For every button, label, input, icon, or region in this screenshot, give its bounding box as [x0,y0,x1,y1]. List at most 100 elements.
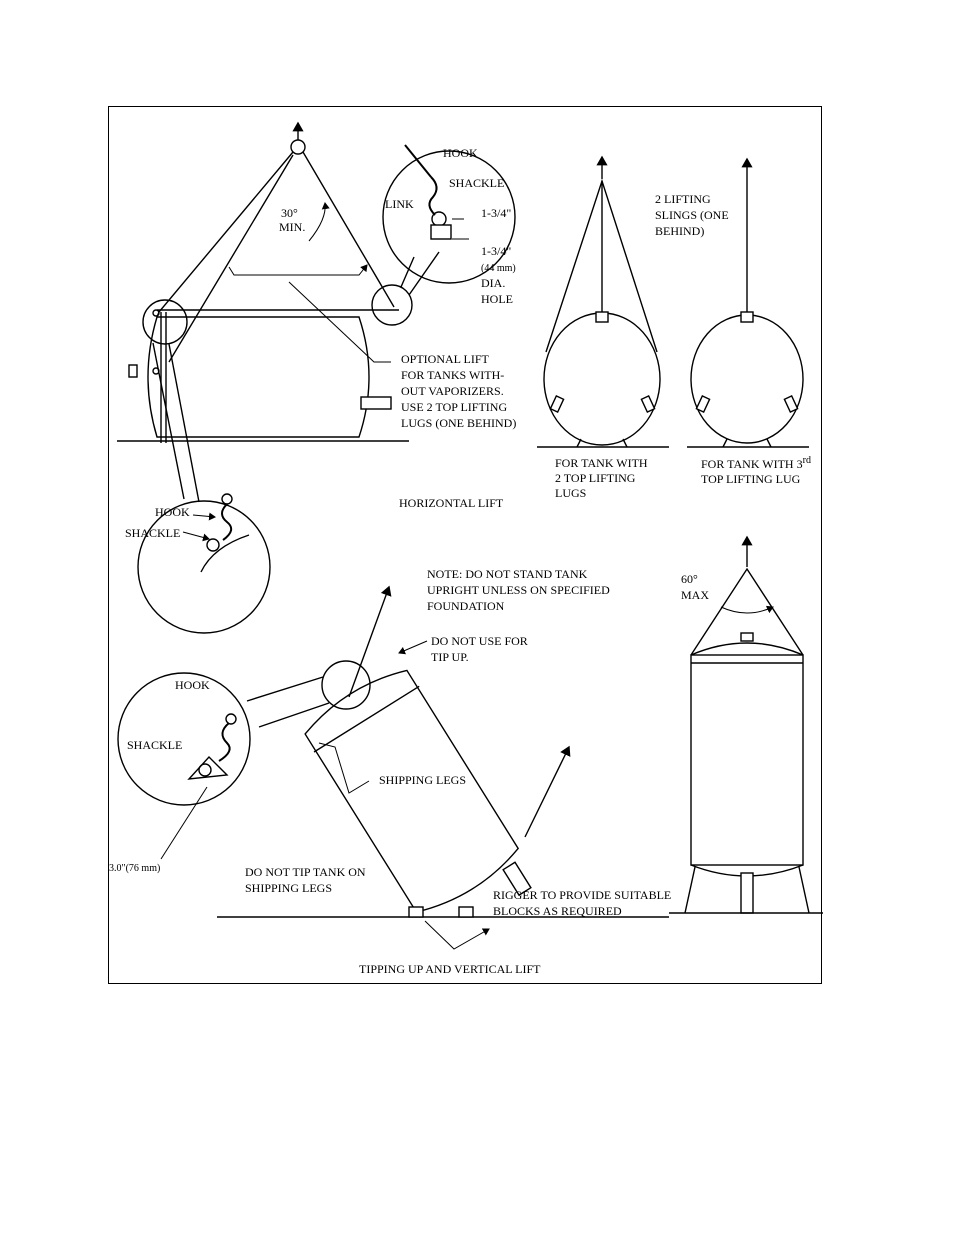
rigging-diagram: 30° MIN. HOOK SHACKLE LINK 1-3/4" 1 [109,121,823,976]
leg-3lug-b [766,438,772,448]
vertical-leg-center [740,872,754,914]
shipping-legs-leader [318,742,370,794]
tip-detail-ring [225,713,237,725]
lug-left [152,309,160,317]
hook-shape [428,176,438,216]
angle-30-min-label: MIN. [279,220,305,234]
angle-30-label: 30° [281,206,298,220]
side-lug-right [640,395,656,413]
two-lugs-line-1: FOR TANK WITH [555,456,648,470]
hook-label-3: HOOK [175,678,210,692]
rigging-diagram-frame: 30° MIN. HOOK SHACKLE LINK 1-3/4" 1 [108,106,823,984]
tip-detail-small [321,660,371,710]
hole-label: HOLE [481,292,513,306]
rigger-line-1: RIGGER TO PROVIDE SUITABLE [493,888,671,902]
sling-right [302,151,395,308]
hook-label-2: HOOK [155,505,190,519]
two-lugs-line-3: LUGS [555,486,586,500]
block-left [408,906,424,918]
leg-2lug-a [576,438,582,448]
shipping-legs-label: SHIPPING LEGS [379,773,466,787]
dim-b-mm-label: (44 mm) [481,263,516,274]
dim-3-label: 3.0"(76 mm) [109,863,160,874]
dim-b-label: 1-3/4" [481,244,511,258]
block-right [458,906,474,918]
shackle-pointer [182,531,210,542]
top-lug-3lug [740,311,754,323]
tilted-tank-leg [502,861,532,897]
vertical-slings [690,567,804,656]
tip-lift-arrow-top [348,585,392,698]
end-views: FOR TANK WITH 2 TOP LIFTING LUGS 2 LIFTI… [537,155,811,500]
leader-top-detail-a [400,256,415,288]
tip-detail-circle [117,672,251,806]
tip-lift-arrow-bottom [524,745,571,838]
tip-detail-lug [187,755,229,780]
tip-detail-shackle [198,763,212,777]
detail-lug-curve [200,534,250,573]
detail-ring [221,493,233,505]
two-slings-line-3: BEHIND) [655,224,704,238]
shackle-ring [431,211,447,227]
link-block [430,224,452,240]
angle-60-label: 60° [681,572,698,586]
angle-arc-30 [308,202,330,242]
horizontal-lift-drawing: 30° MIN. HOOK SHACKLE LINK 1-3/4" 1 [117,121,516,634]
hook-label-1: HOOK [443,146,478,160]
note-line-2: UPRIGHT UNLESS ON SPECIFIED [427,583,610,597]
tip-leader-a [246,676,324,702]
shackle-label-2: SHACKLE [125,526,180,540]
tank-end-3lug [690,314,804,444]
dia-label: DIA. [481,276,505,290]
detail-circle-small-right [371,284,413,326]
detail-shackle [206,538,220,552]
tilted-tank-band [313,685,420,753]
dim-3-leader [160,786,208,860]
third-lug-line-2: TOP LIFTING LUG [701,472,801,486]
detail-circle-small-left [142,299,188,345]
hook-pointer [192,512,216,521]
lift-ring [290,139,306,155]
optional-lift-line-5: LUGS (ONE BEHIND) [401,416,516,430]
do-not-tip-line-2: SHIPPING LEGS [245,881,332,895]
detail-circle-top [382,150,516,284]
do-not-use-pointer [398,640,428,655]
rigger-line-2: BLOCKS AS REQUIRED [493,904,622,918]
tip-detail-hook [218,722,231,762]
two-slings-line-1: 2 LIFTING [655,192,711,206]
tipping-up-drawing: NOTE: DO NOT STAND TANK UPRIGHT UNLESS O… [109,567,671,976]
detail-hook [221,503,233,541]
dim-a-label: 1-3/4" [481,206,511,220]
do-not-tip-line-1: DO NOT TIP TANK ON [245,865,366,879]
vertical-lift-drawing: 60° MAX [669,535,823,914]
horizontal-lift-caption: HORIZONTAL LIFT [399,496,504,510]
side-lug-right-3 [783,395,799,413]
vertical-top-lug [740,632,754,642]
tipping-up-caption: TIPPING UP AND VERTICAL LIFT [359,962,541,976]
tip-leader-b [258,702,330,728]
link-label: LINK [385,197,414,211]
vertical-tank-body [690,654,804,866]
side-lug-left-3 [695,395,711,413]
sling-left [156,151,294,318]
optional-lift-line-2: FOR TANKS WITH- [401,368,504,382]
leader-hook-detail-a [168,343,200,503]
note-line-1: NOTE: DO NOT STAND TANK [427,567,588,581]
vertical-top-head [690,642,804,656]
detail-circle-hook-shackle [137,500,271,634]
two-slings-line-2: SLINGS (ONE [655,208,729,222]
leader-top-detail-b [408,251,440,296]
blocks-pointer [424,920,490,950]
third-lug-line-1: FOR TANK WITH 3rd [701,455,811,471]
do-not-use-line-1: DO NOT USE FOR [431,634,528,648]
optional-lift-line-3: OUT VAPORIZERS. [401,384,504,398]
optional-lift-line-4: USE 2 TOP LIFTING [401,400,507,414]
shackle-label-3: SHACKLE [127,738,182,752]
leg-2lug-b [622,438,628,448]
angle-arc-60 [720,605,774,614]
horizontal-tank [147,316,370,438]
vertical-leg-left [684,866,696,914]
leader-hook-detail-b [152,342,185,500]
tank-end-2lug [543,312,661,446]
optional-lift-line-1: OPTIONAL LIFT [401,352,490,366]
